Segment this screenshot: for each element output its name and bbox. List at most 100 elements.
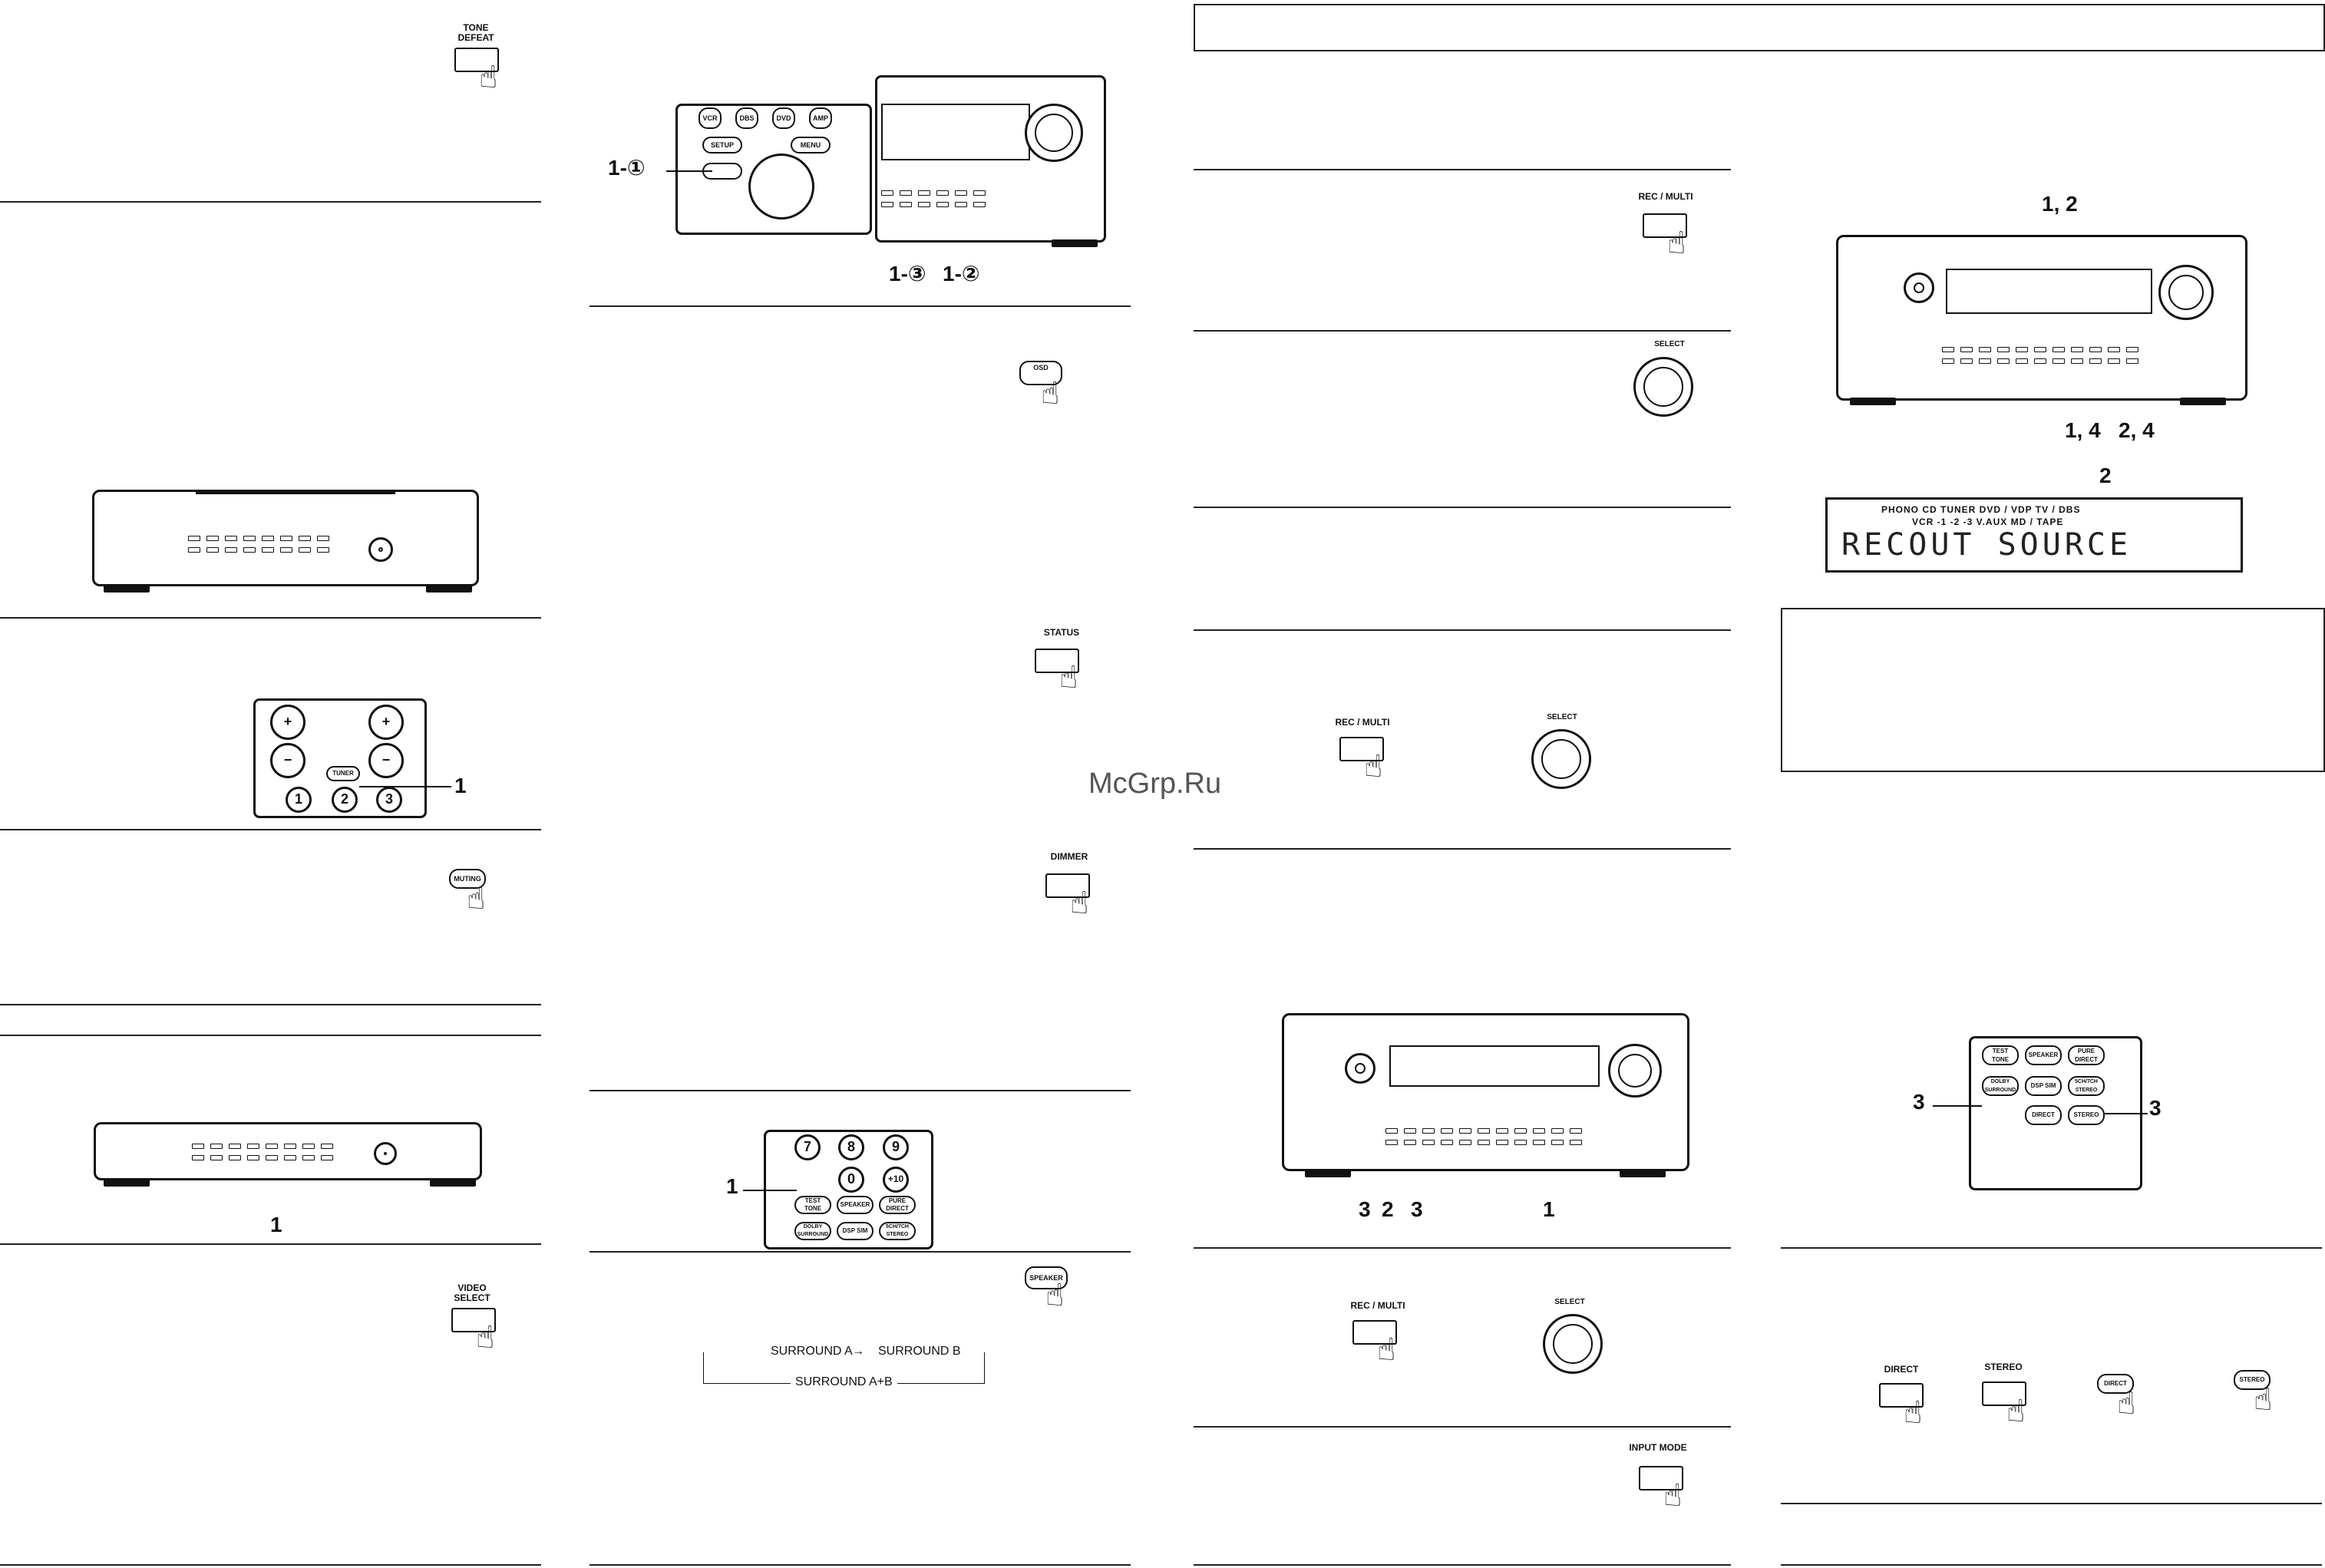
receiver-front-panel <box>94 1122 482 1180</box>
input-mode-label: INPUT MODE <box>1629 1442 1687 1453</box>
dsp-plus-button[interactable]: + <box>270 705 305 740</box>
remote-plus10-button[interactable]: +10 <box>883 1167 909 1193</box>
remote-pure-direct-button[interactable]: PURE DIRECT <box>2068 1045 2105 1065</box>
direct-button[interactable] <box>1879 1383 1924 1408</box>
hand-icon: ☝ <box>2006 1395 2026 1428</box>
rec-multi-button[interactable] <box>1339 737 1384 761</box>
leader-line <box>2105 1113 2148 1114</box>
callout-2: 2 <box>2099 464 2112 487</box>
select-knob[interactable] <box>1531 729 1591 789</box>
power-knob <box>1345 1053 1376 1084</box>
callout-3: 3 <box>2149 1096 2162 1120</box>
remote-8-button[interactable]: 8 <box>838 1134 864 1160</box>
note-box <box>1781 608 2325 772</box>
remote-amp-button[interactable]: AMP <box>809 107 832 129</box>
input-mode-button[interactable] <box>1639 1466 1683 1490</box>
remote-dsp-sim-button[interactable]: DSP SIM <box>837 1222 874 1240</box>
dsp-minus-button[interactable]: − <box>270 743 305 778</box>
leader-line <box>359 786 451 787</box>
cd-3-button[interactable]: 3 <box>376 787 402 813</box>
rule-c3-6 <box>1194 1247 1731 1249</box>
rule-c3-4 <box>1194 629 1731 631</box>
select-label: SELECT <box>1654 340 1685 348</box>
remote-5ch-button[interactable]: 5CH/7CH STEREO <box>2068 1076 2105 1096</box>
button-row <box>192 1144 333 1160</box>
callout-2-4: 2, 4 <box>2119 418 2155 442</box>
remote-test-tone-button[interactable]: TEST TONE <box>1982 1045 2019 1065</box>
tuner-1-button[interactable]: 1 <box>286 787 312 813</box>
callout-1: 1 <box>454 774 467 797</box>
dimmer-button[interactable] <box>1045 873 1090 898</box>
remote-0-button[interactable]: 0 <box>838 1167 864 1193</box>
callout-1: 1 <box>726 1174 738 1198</box>
button-row <box>881 190 986 207</box>
osd-button[interactable]: OSD <box>1019 361 1062 385</box>
callout-3: 3 <box>1411 1197 1423 1221</box>
remote-cursor-pad[interactable] <box>748 153 814 220</box>
callout-1: 1 <box>1543 1197 1555 1221</box>
rec-multi-button[interactable] <box>1643 213 1687 238</box>
title-box <box>1194 4 2325 51</box>
remote-direct-button[interactable]: DIRECT <box>2097 1374 2134 1394</box>
callout-1-2: 1-② <box>943 262 980 286</box>
ch-minus-button[interactable]: − <box>368 743 404 778</box>
remote-test-tone-button[interactable]: TEST TONE <box>794 1196 831 1214</box>
remote-dsp-sim-button[interactable]: DSP SIM <box>2025 1076 2062 1096</box>
remote-dolby-button[interactable]: DOLBY SURROUND <box>794 1222 831 1240</box>
status-button[interactable] <box>1035 649 1079 673</box>
remote-pure-direct-button[interactable]: PURE DIRECT <box>879 1196 916 1214</box>
callout-1-2: 1, 2 <box>2042 192 2078 216</box>
foot <box>104 1179 150 1187</box>
remote-dvd-button[interactable]: DVD <box>772 107 795 129</box>
hand-icon: ☝ <box>1070 886 1089 920</box>
rec-multi-label: REC / MULTI <box>1335 717 1390 728</box>
stereo-label: STEREO <box>1984 1362 2023 1372</box>
remote-9-button[interactable]: 9 <box>883 1134 909 1160</box>
speaker-button[interactable]: SPEAKER <box>1025 1266 1068 1289</box>
volume-knob <box>1025 104 1083 162</box>
select-knob[interactable] <box>1633 357 1693 417</box>
flow-arrow: → <box>852 1345 864 1358</box>
video-select-button[interactable] <box>451 1308 496 1332</box>
remote-7-button[interactable]: 7 <box>794 1134 821 1160</box>
remote-dolby-button[interactable]: DOLBY SURROUND <box>1982 1076 2019 1096</box>
remote-stereo-button[interactable]: STEREO <box>2068 1105 2105 1125</box>
leader-line <box>1933 1105 1982 1107</box>
remote-stereo-button[interactable]: STEREO <box>2234 1370 2271 1390</box>
volume-knob <box>1608 1044 1662 1098</box>
rec-multi-button[interactable] <box>1352 1320 1397 1345</box>
display-window <box>196 491 395 494</box>
leader-line <box>666 170 712 172</box>
hand-icon: ☝ <box>1045 1279 1065 1312</box>
stereo-button[interactable] <box>1982 1381 2026 1406</box>
ch-plus-button[interactable]: + <box>368 705 404 740</box>
remote-setup-button[interactable]: SETUP <box>702 137 742 153</box>
callout-1-1: 1-① <box>608 156 646 180</box>
foot <box>1620 1170 1666 1177</box>
foot <box>104 585 150 593</box>
remote-5ch-button[interactable]: 5CH/7CH STEREO <box>879 1222 916 1240</box>
phono-2-button[interactable]: 2 <box>332 787 358 813</box>
video-select-label: VIDEO SELECT <box>454 1282 490 1303</box>
remote-speaker-button[interactable]: SPEAKER <box>837 1196 874 1214</box>
foot <box>1850 398 1896 405</box>
tone-defeat-button[interactable] <box>454 48 499 72</box>
remote-menu-button[interactable]: MENU <box>791 137 831 153</box>
foot <box>430 1179 476 1187</box>
volume-knob <box>2158 265 2214 320</box>
callout-1-4: 1, 4 <box>2065 418 2101 442</box>
foot <box>2180 398 2226 405</box>
watermark: McGrp.Ru <box>1088 767 1222 800</box>
remote-dbs-button[interactable]: DBS <box>735 107 758 129</box>
remote-direct-button[interactable]: DIRECT <box>2025 1105 2062 1125</box>
foot <box>1052 239 1098 247</box>
callout-1-3: 1-③ <box>889 262 926 286</box>
foot <box>426 585 472 593</box>
display-input-row-2: VCR -1 -2 -3 V.AUX MD / TAPE <box>1912 517 2064 527</box>
muting-button[interactable]: MUTING <box>449 869 486 889</box>
muting-button[interactable]: TUNER <box>326 766 360 781</box>
remote-speaker-button[interactable]: SPEAKER <box>2025 1045 2062 1065</box>
remote-vcr-button[interactable]: VCR <box>698 107 722 129</box>
rule-c3-1 <box>1194 169 1731 170</box>
select-knob[interactable] <box>1543 1314 1603 1374</box>
